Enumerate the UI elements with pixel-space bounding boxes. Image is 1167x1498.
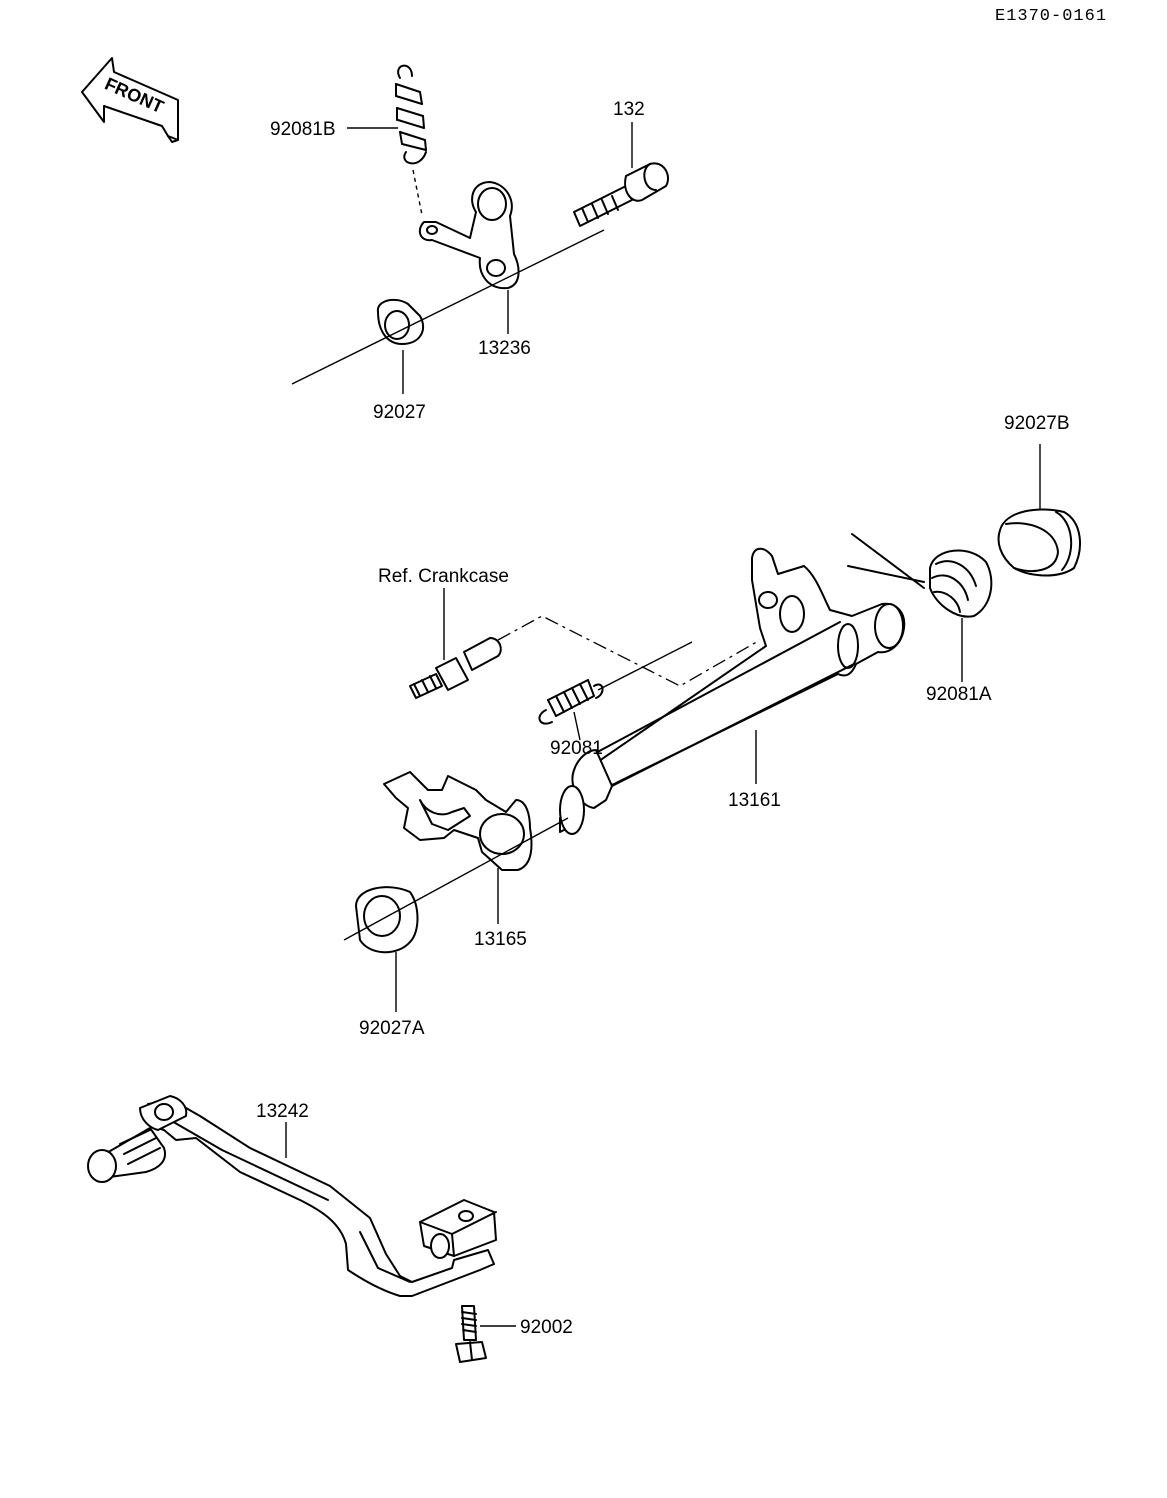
label-92027A: 92027A: [359, 1018, 425, 1039]
label-92027: 92027: [373, 402, 426, 423]
collar-92027A: [355, 886, 419, 954]
collar-92027B: [997, 508, 1081, 577]
label-13165: 13165: [474, 929, 527, 950]
spring-92081B: [395, 64, 427, 165]
label-ref-crankcase: Ref. Crankcase: [378, 566, 509, 587]
bolt-92002: [455, 1305, 487, 1363]
label-92027B: 92027B: [1004, 413, 1070, 434]
shift-plate-13165: [383, 771, 533, 871]
label-13236: 13236: [478, 338, 531, 359]
spring-92081: [538, 679, 604, 725]
label-92081A: 92081A: [926, 684, 992, 705]
pivot-pin: [409, 637, 502, 699]
link-plate-13236: [418, 181, 520, 290]
label-13242: 13242: [256, 1101, 309, 1122]
shift-pedal-13242: [87, 1095, 497, 1297]
label-92081: 92081: [550, 738, 603, 759]
front-arrow-icon: FRONT: [81, 57, 179, 143]
bolt-132: [573, 162, 669, 227]
label-92081B: 92081B: [270, 119, 336, 140]
diagram-code: E1370-0161: [995, 7, 1107, 26]
label-132: 132: [613, 99, 645, 120]
collar-92027: [376, 298, 425, 345]
shift-shaft-13161: [559, 547, 906, 835]
label-92002: 92002: [520, 1317, 573, 1338]
label-13161: 13161: [728, 790, 781, 811]
torsion-spring-92081A: [847, 533, 993, 618]
